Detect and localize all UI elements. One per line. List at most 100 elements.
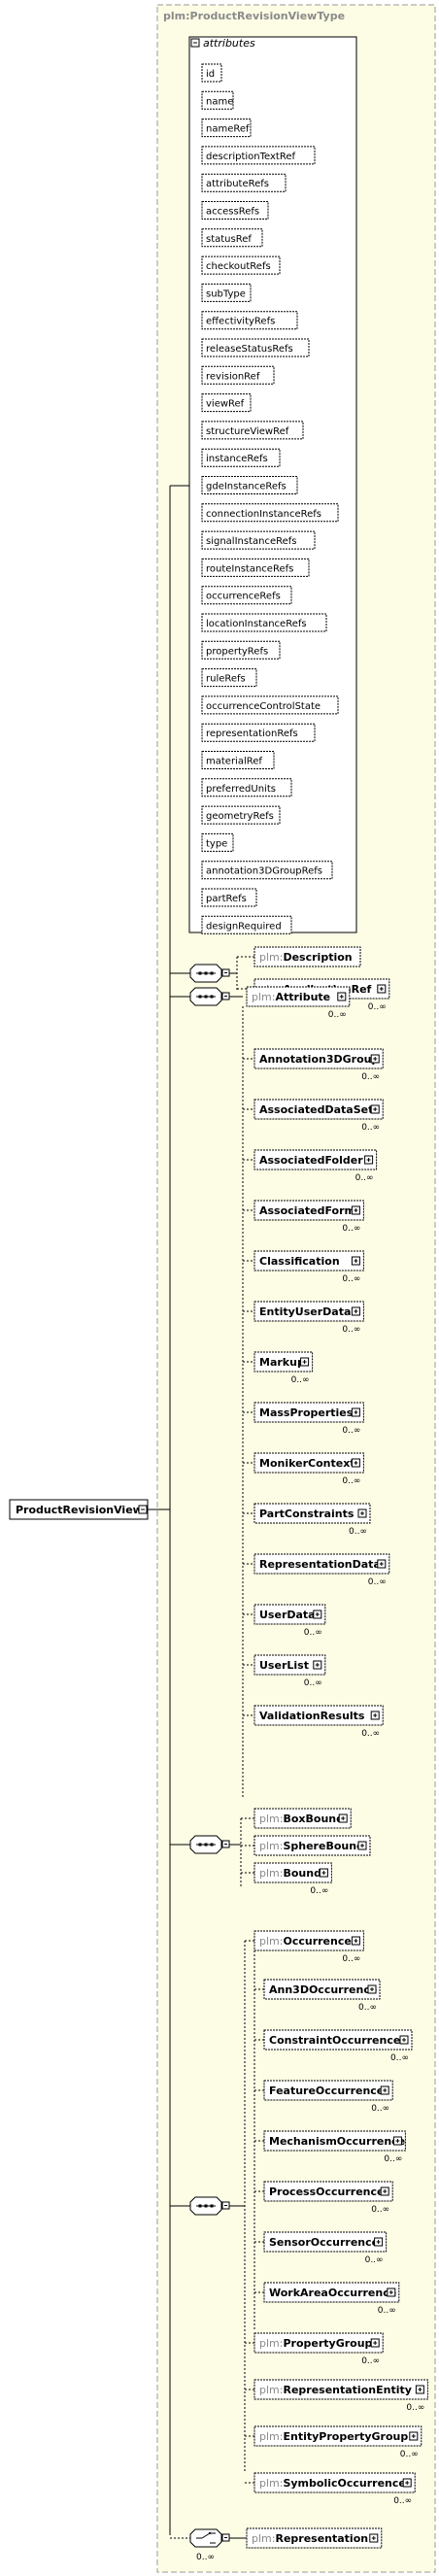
attribute-box[interactable] (201, 311, 298, 330)
attributes-label: attributes (203, 37, 255, 50)
attribute-box[interactable] (201, 173, 287, 192)
attribute-box[interactable] (201, 338, 310, 357)
attribute-box[interactable] (201, 558, 310, 577)
attribute-box[interactable] (201, 421, 304, 440)
attribute-label: effectivityRefs (206, 317, 275, 327)
multiplicity-label: 0..∞ (196, 2553, 215, 2562)
attribute-box[interactable] (201, 861, 333, 880)
attribute-box[interactable] (201, 448, 281, 467)
attribute-label: name (206, 96, 233, 107)
attribute-label: partRefs (206, 894, 247, 904)
element-spherebound[interactable]: plm:SphereBound (253, 1835, 371, 1856)
element-label: plm:RepresentationEntity (259, 2384, 412, 2396)
element-representation[interactable]: plm:Representation (246, 2527, 383, 2549)
attribute-box[interactable] (201, 228, 263, 248)
attribute-box[interactable] (201, 503, 339, 523)
element-label: ProcessOccurrence (269, 2186, 384, 2198)
attribute-box[interactable] (201, 586, 292, 605)
attribute-box[interactable] (201, 146, 316, 165)
attribute-box[interactable] (201, 613, 327, 632)
attribute-label: occurrenceRefs (206, 592, 281, 602)
element-propertygroup[interactable]: plm:PropertyGroup 0..∞ (253, 2332, 384, 2366)
element-label: plm:Representation (252, 2532, 368, 2545)
attribute-label: releaseStatusRefs (206, 344, 293, 355)
type-label: plm:ProductRevisionViewType (163, 10, 345, 22)
attribute-box[interactable] (201, 805, 281, 825)
multiplicity-label: 0..∞ (368, 1577, 387, 1587)
attribute-label: connectionInstanceRefs (206, 509, 321, 520)
attribute-box[interactable] (201, 119, 252, 138)
attribute-box[interactable] (201, 63, 222, 83)
element-label: plm:PropertyGroup (259, 2337, 373, 2350)
multiplicity-label: 0..∞ (361, 2356, 380, 2366)
element-label: plm:SymbolicOccurrence (259, 2477, 406, 2490)
attribute-label: checkoutRefs (206, 261, 271, 272)
attribute-box[interactable] (201, 695, 339, 715)
element-annotation3dgroup[interactable]: Annotation3DGroup 0..∞ (253, 1048, 384, 1082)
multiplicity-label: 0..∞ (384, 2154, 402, 2164)
attribute-box[interactable] (201, 723, 316, 742)
element-description[interactable]: plm:Description (253, 946, 361, 967)
attribute-box[interactable] (201, 888, 257, 907)
attribute-box[interactable] (201, 530, 316, 550)
attribute-box[interactable] (201, 365, 275, 385)
attribute-label: ruleRefs (206, 674, 246, 685)
attribute-box[interactable] (201, 393, 252, 413)
multiplicity-label: 0..∞ (361, 1072, 380, 1082)
attribute-box[interactable] (201, 476, 298, 494)
attribute-label: annotation3DGroupRefs (206, 866, 322, 877)
element-label: Annotation3DGroup (259, 1053, 379, 1066)
element-label: ConstraintOccurrence (269, 2034, 400, 2047)
multiplicity-label: 0..∞ (342, 1325, 360, 1335)
attribute-box[interactable] (201, 201, 269, 220)
multiplicity-label: 0..∞ (358, 2003, 377, 2013)
multiplicity-label: 0..∞ (355, 1173, 374, 1183)
attribute-box[interactable] (201, 751, 275, 769)
attribute-label: type (206, 838, 227, 849)
attribute-box[interactable] (201, 255, 281, 275)
attribute-box[interactable] (201, 915, 292, 934)
attribute-label: occurrenceControlState (206, 701, 321, 712)
element-boxbound[interactable]: plm:BoxBound (253, 1808, 352, 1829)
multiplicity-label: 0..∞ (342, 1274, 360, 1284)
attribute-box[interactable] (201, 640, 281, 660)
attribute-box[interactable] (201, 283, 252, 302)
attribute-label: subType (206, 288, 246, 299)
multiplicity-label: 0..∞ (304, 1628, 322, 1638)
attribute-box[interactable] (201, 832, 234, 852)
attribute-label: accessRefs (206, 207, 259, 218)
element-label: AssociatedForm (259, 1204, 355, 1217)
attribute-box[interactable] (201, 778, 292, 797)
attribute-box[interactable] (201, 668, 257, 688)
sequence-compositor-icon (189, 2196, 230, 2216)
attribute-box[interactable] (201, 90, 234, 110)
root-expand-icon[interactable] (138, 1505, 148, 1514)
